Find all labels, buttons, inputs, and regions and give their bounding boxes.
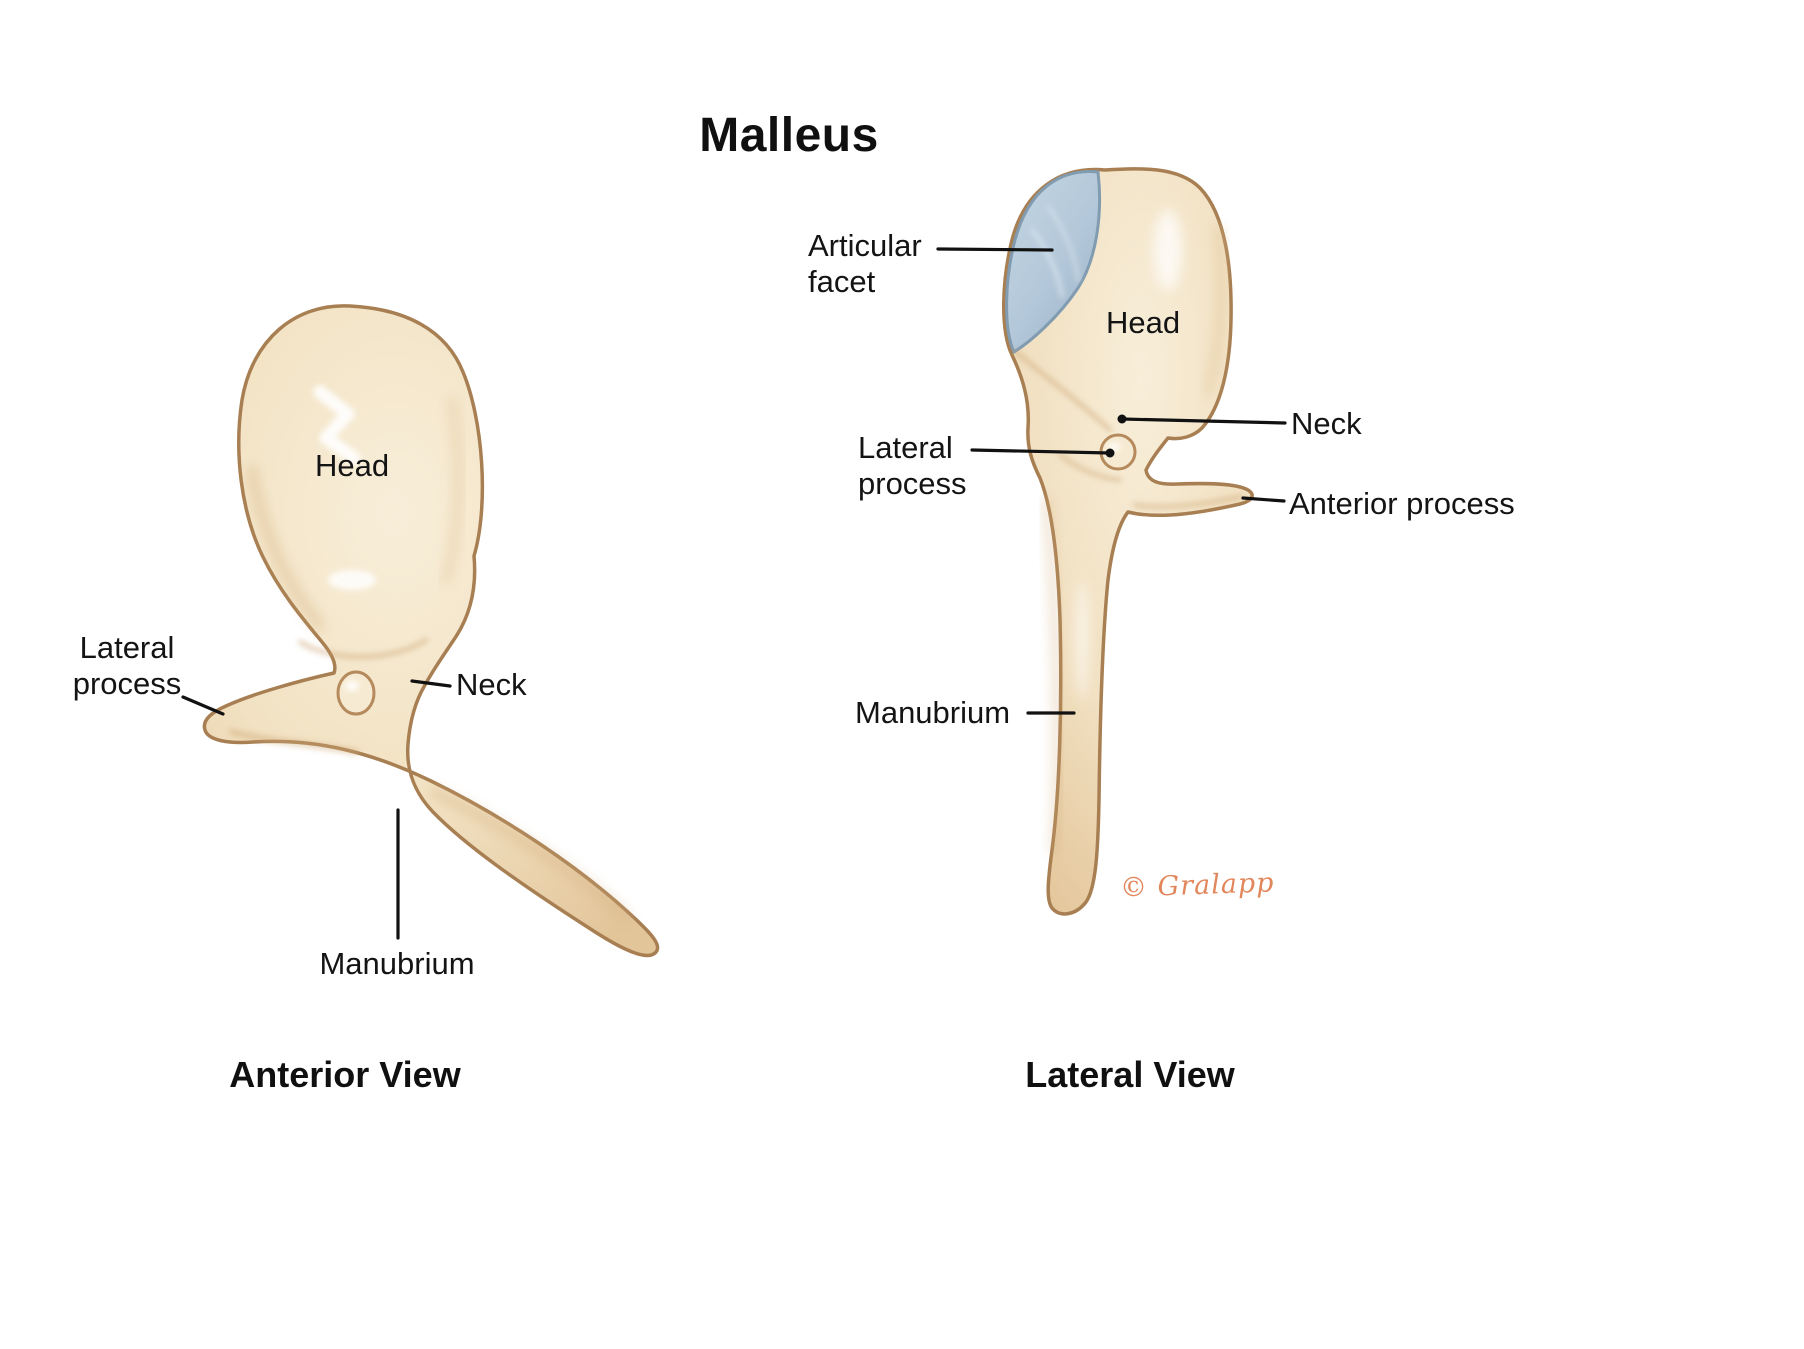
label-anterior-neck: Neck bbox=[456, 667, 527, 702]
lateral-bone-shading bbox=[1014, 225, 1243, 854]
label-lateral-lateral-process: Lateral process bbox=[858, 430, 967, 502]
leader-dot-lateral-process bbox=[1105, 448, 1115, 458]
label-anterior-manubrium: Manubrium bbox=[319, 946, 475, 981]
leader-lateral-neck bbox=[1120, 417, 1287, 425]
label-lateral-neck: Neck bbox=[1291, 406, 1362, 441]
lateral-bone-highlights bbox=[1075, 210, 1182, 700]
leader-lateral-articular-facet bbox=[936, 247, 1054, 252]
caption-anterior-view: Anterior View bbox=[229, 1054, 461, 1095]
label-anterior-head: Head bbox=[314, 448, 390, 483]
lateral-bone-shape bbox=[1002, 167, 1254, 916]
articular-facet-streaks bbox=[1030, 204, 1080, 298]
anterior-bone-shape bbox=[202, 304, 660, 958]
artist-signature: © Gralapp bbox=[1119, 867, 1275, 904]
label-lateral-anterior-process: Anterior process bbox=[1289, 486, 1515, 521]
label-lateral-manubrium: Manubrium bbox=[855, 695, 1011, 730]
label-anterior-lateral-process: Lateral process bbox=[72, 630, 182, 702]
lateral-bone bbox=[1002, 167, 1254, 916]
caption-lateral-view: Lateral View bbox=[1025, 1054, 1235, 1095]
anterior-neck-knob bbox=[336, 670, 376, 716]
figure-title: Malleus bbox=[699, 109, 879, 162]
anterior-bone-highlights bbox=[313, 385, 376, 691]
leader-dot-neck bbox=[1117, 414, 1127, 424]
anterior-bone-shading bbox=[229, 398, 631, 921]
leader-lines bbox=[181, 247, 1287, 940]
anterior-bone bbox=[202, 304, 660, 958]
label-lateral-articular-facet: Articular facet bbox=[808, 228, 922, 300]
leader-anterior-lateral-process bbox=[181, 695, 225, 716]
label-lateral-head: Head bbox=[1105, 305, 1181, 340]
leader-lateral-lateral-process bbox=[970, 448, 1112, 455]
leader-lateral-anterior-process bbox=[1241, 496, 1286, 503]
leader-anterior-neck bbox=[410, 679, 452, 688]
